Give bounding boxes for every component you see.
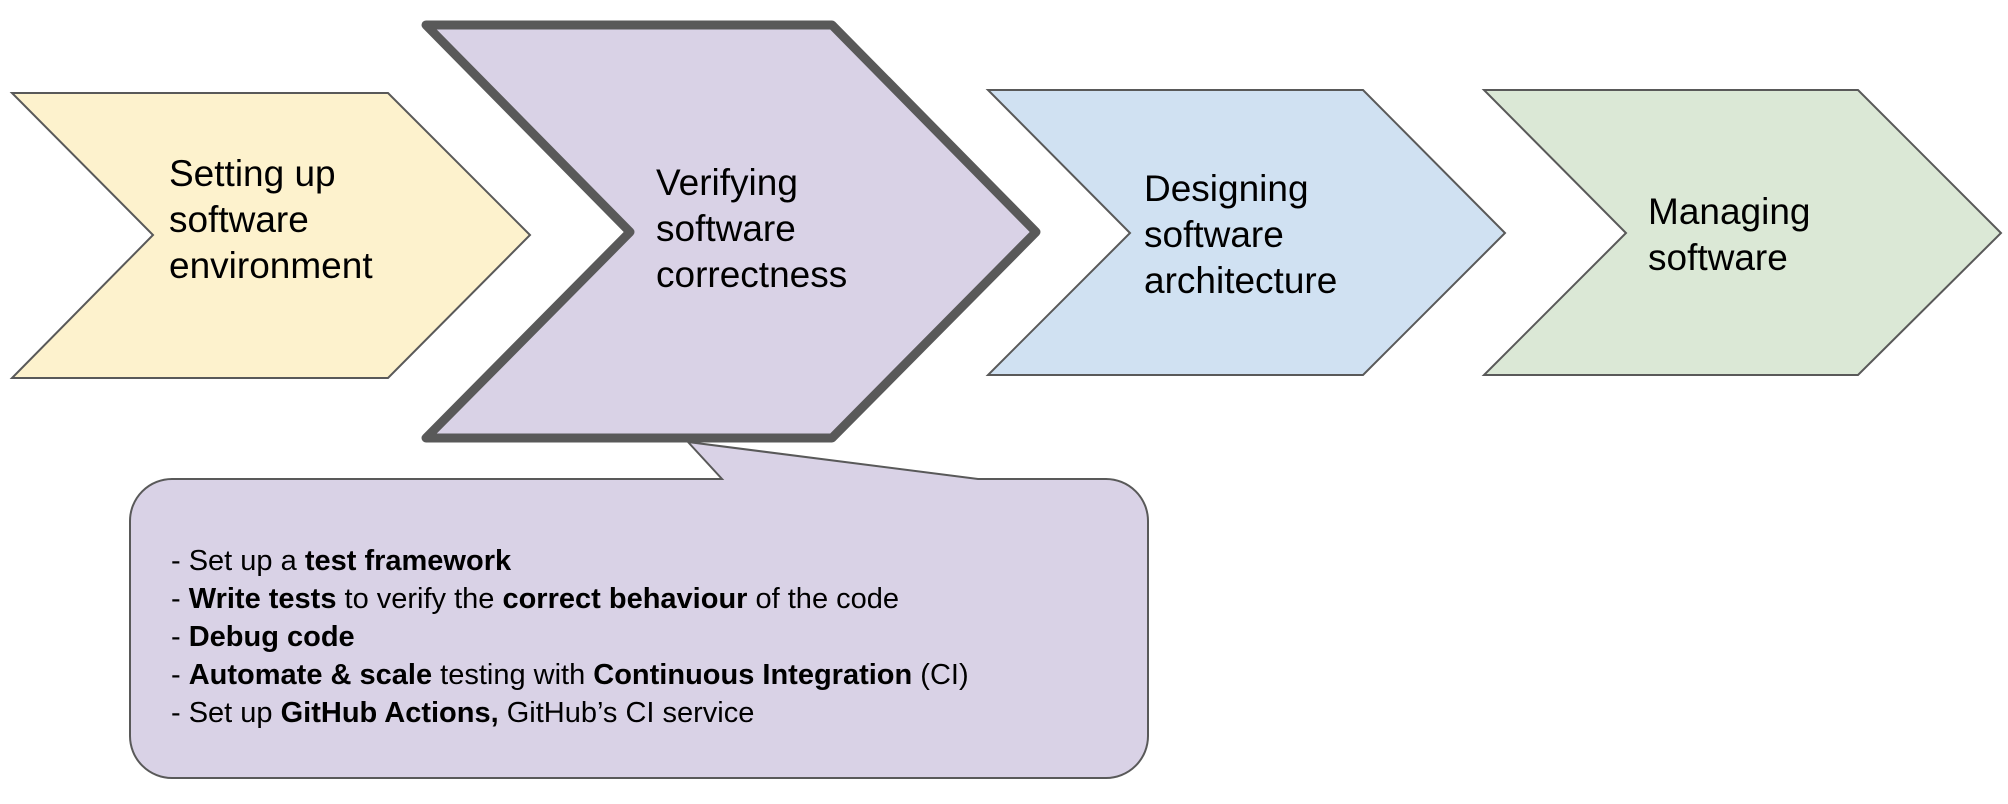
callout-segment: of the code <box>747 583 900 615</box>
stage-label-line: Setting up <box>169 153 336 194</box>
callout-segment-bold: Continuous Integration <box>593 659 913 691</box>
callout-segment-bold: GitHub Actions, <box>280 697 499 729</box>
stage-label-manage: Managing software <box>1648 189 1811 281</box>
callout-segment-bold: Automate & scale <box>188 659 433 691</box>
callout-text: - Set up a test framework - Write tests … <box>171 542 969 732</box>
callout-segment-bold: Debug code <box>188 621 355 653</box>
callout-item-automate-scale: - Automate & scale testing with Continuo… <box>171 656 969 694</box>
callout-item-debug-code: - Debug code <box>171 618 969 656</box>
stage-chevron-manage <box>1481 89 2003 376</box>
callout-segment: (CI) <box>912 659 969 691</box>
stage-label-design: Designing software architecture <box>1144 166 1337 304</box>
callout-item-github-actions: - Set up GitHub Actions, GitHub’s CI ser… <box>171 694 969 732</box>
callout-segment: - <box>171 621 189 653</box>
stage-label-line: architecture <box>1144 260 1338 301</box>
stage-label-line: environment <box>169 245 373 286</box>
callout-segment: GitHub’s CI service <box>498 697 755 729</box>
stage-chevron-verify <box>421 20 1041 443</box>
callout-segment: - Set up a <box>171 545 305 577</box>
stage-chevron-design <box>985 89 1507 376</box>
stage-label-line: correctness <box>656 254 848 295</box>
stage-label-line: Managing <box>1648 191 1811 232</box>
stage-label-line: software <box>1648 237 1788 278</box>
stage-chevron-setup <box>9 92 532 379</box>
callout-segment: testing with <box>432 659 594 691</box>
callout-segment-bold: Write tests <box>188 583 337 615</box>
stage-label-line: software <box>169 199 309 240</box>
callout-segment-bold: correct behaviour <box>502 583 748 615</box>
callout-segment-bold: test framework <box>304 545 512 577</box>
callout-segment: - Set up <box>171 697 281 729</box>
stage-label-line: software <box>656 208 796 249</box>
callout-segment: to verify the <box>336 583 503 615</box>
stage-label-line: software <box>1144 214 1284 255</box>
callout-segment: - <box>171 659 189 691</box>
stage-label-setup: Setting up software environment <box>169 151 373 289</box>
stage-label-verify: Verifying software correctness <box>656 160 847 298</box>
callout-bubble <box>129 440 1149 779</box>
callout-item-write-tests: - Write tests to verify the correct beha… <box>171 580 969 618</box>
stage-label-line: Verifying <box>656 162 798 203</box>
stage-label-line: Designing <box>1144 168 1309 209</box>
callout-item-test-framework: - Set up a test framework <box>171 542 969 580</box>
callout-segment: - <box>171 583 189 615</box>
